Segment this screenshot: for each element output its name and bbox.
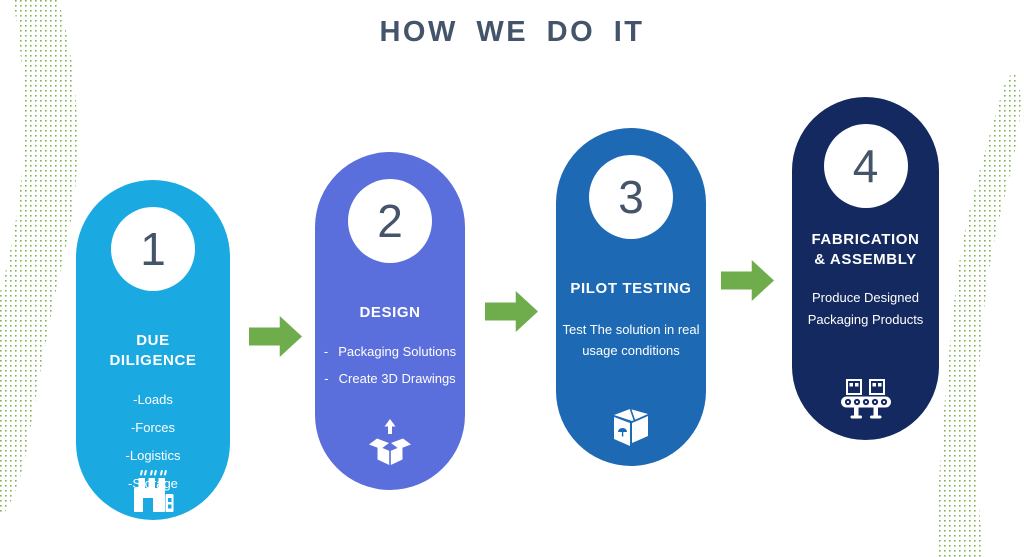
package-box-icon: [614, 408, 648, 446]
step-item-list: - Packaging Solutions - Create 3D Drawin…: [324, 345, 456, 385]
step-description: Produce Designed Packaging Products: [808, 287, 924, 331]
step-description: Test The solution in real usage conditio…: [562, 319, 699, 361]
flow-arrow-icon: [721, 260, 774, 301]
step-number: 1: [140, 223, 166, 275]
step-number: 2: [377, 195, 403, 247]
step-fabrication-assembly: 4 FABRICATION & ASSEMBLY Produce Designe…: [792, 97, 939, 440]
step-item: -Logistics: [125, 448, 181, 463]
step-description-line: usage conditions: [582, 343, 680, 358]
step-title-line: & ASSEMBLY: [814, 251, 917, 268]
flow-arrow-icon: [249, 316, 302, 357]
step-number-circle: 2: [348, 179, 432, 263]
factory-icon: [134, 470, 174, 512]
step-pilot-testing: 3 PILOT TESTING Test The solution in rea…: [556, 128, 706, 466]
step-number-circle: 4: [823, 124, 908, 208]
step-due-diligence: 1 DUE DILIGENCE -Loads -Forces -Logistic…: [76, 180, 230, 520]
bullet-dash: -: [323, 344, 329, 359]
step-item: - Create 3D Drawings: [324, 372, 456, 385]
step-number-circle: 3: [589, 155, 673, 239]
step-design: 2 DESIGN - Packaging Solutions - Create …: [315, 152, 465, 490]
step-number: 3: [618, 171, 644, 223]
step-description-line: Packaging Products: [807, 312, 924, 327]
step-title: FABRICATION & ASSEMBLY: [812, 230, 920, 270]
flow-arrow-icon: [485, 291, 538, 332]
step-number-circle: 1: [111, 207, 195, 291]
step-title: DESIGN: [359, 304, 421, 321]
conveyor-belt-icon: [840, 379, 891, 419]
step-item: -Loads: [133, 392, 173, 407]
step-item-text: Packaging Solutions: [338, 344, 457, 359]
step-title: DUE DILIGENCE: [109, 332, 197, 369]
page-title: HOW WE DO IT: [379, 16, 645, 48]
bullet-dash: -: [324, 371, 329, 386]
step-item: - Packaging Solutions: [324, 345, 456, 358]
step-item-text: Create 3D Drawings: [338, 371, 456, 386]
open-box-arrow-icon: [369, 419, 411, 465]
step-description-line: Test The solution in real: [562, 322, 700, 337]
step-title: PILOT TESTING: [570, 280, 692, 297]
step-title-line: FABRICATION: [811, 231, 920, 248]
step-description-line: Produce Designed: [812, 290, 919, 305]
step-number: 4: [852, 140, 879, 192]
dotted-band-right-decoration: [936, 70, 1021, 557]
step-item: -Forces: [130, 420, 176, 435]
